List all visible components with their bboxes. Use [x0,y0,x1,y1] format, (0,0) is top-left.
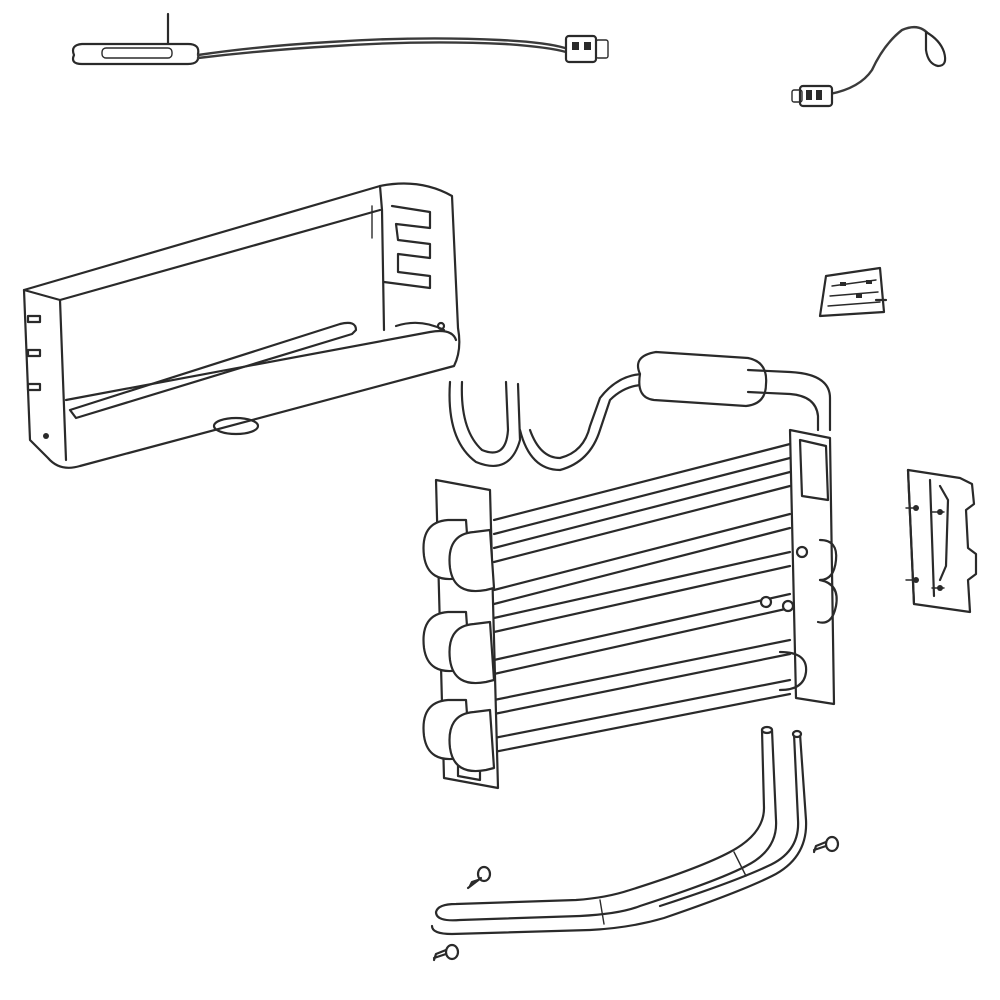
screw [466,865,492,890]
cover-fold [378,184,386,332]
suction-tubes [448,350,832,472]
harness-probe [924,30,947,68]
drain-tube [430,725,808,936]
sensor-wire-2 [196,41,568,60]
screw [432,943,460,962]
screw [812,835,840,854]
sensor-sleeve [71,42,200,66]
return-bends [422,518,496,773]
coil-tubes [492,442,792,754]
drain-tube-outer [434,728,778,922]
bracket-body [906,468,978,614]
cover-floor-edge [64,329,458,402]
mounting-clip [818,266,888,318]
cover-slots [382,204,432,290]
sensor-connector [564,34,598,64]
evaporator-coil [422,428,838,790]
evaporator-cover [22,182,461,469]
connector-pin [584,42,591,50]
sensor-bulb [101,47,173,59]
tube-u-right [518,383,662,472]
cover-rib [68,321,358,420]
harness-sensor [791,25,947,108]
side-bracket [905,468,978,614]
connector-pin [572,42,579,50]
tube-u-left [448,380,522,467]
cover-hole [212,416,260,436]
thermistor-sensor [71,12,609,66]
harness-wire [828,25,932,96]
cover-body [22,182,461,469]
accumulator [636,350,768,408]
sensor-wire [196,37,567,57]
cover-top-edge [58,208,382,302]
